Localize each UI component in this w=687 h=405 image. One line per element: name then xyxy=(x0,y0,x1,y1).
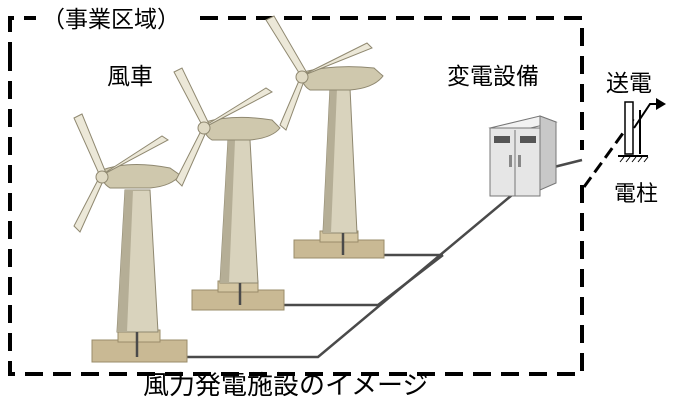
utility-pole xyxy=(582,101,649,188)
utility-pole-label: 電柱 xyxy=(614,182,659,207)
project-area-border xyxy=(8,16,584,376)
transmission-label: 送電 xyxy=(606,71,652,97)
wind-turbine-2 xyxy=(173,67,285,311)
transmission-arrow-icon xyxy=(633,98,666,129)
diagram-caption: 風力発電施設のイメージ xyxy=(143,371,429,401)
wind-turbine-3 xyxy=(265,15,385,259)
substation-equipment xyxy=(488,115,558,197)
project-area-label: （事業区域） xyxy=(38,9,184,32)
wind-turbine-label: 風車 xyxy=(107,64,153,90)
substation-label: 変電設備 xyxy=(447,64,539,90)
wind-turbine-1 xyxy=(73,113,188,363)
